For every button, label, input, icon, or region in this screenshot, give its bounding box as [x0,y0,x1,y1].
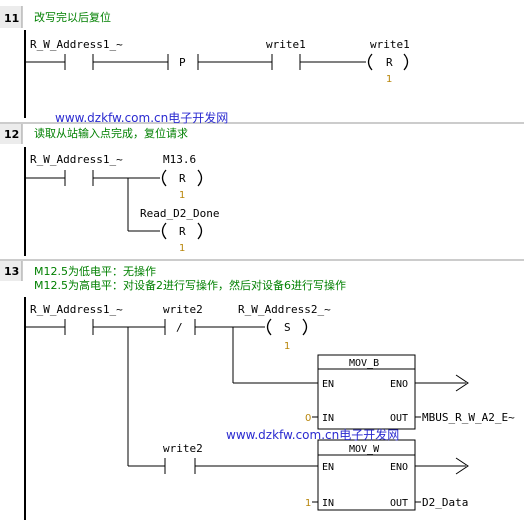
coil-reset-write1[interactable]: R write1 1 [367,38,410,85]
network-comment: M12.5为低电平：无操作 [34,264,156,278]
mov-b-out-value: MBUS_R_W_A2_E~ [422,411,515,424]
svg-text:IN: IN [322,413,334,424]
contact-r-w-address1[interactable]: R_W_Address1_~ [30,303,123,335]
network-comment: 读取从站输入点完成，复位请求 [34,126,188,140]
coil-reset-read-d2-done[interactable]: R Read_D2_Done 1 [140,207,219,254]
mov-b-in-value: 0 [305,413,311,424]
svg-text:/: / [176,321,183,334]
contact-r-w-address1[interactable]: R_W_Address1_~ [30,38,123,70]
mov-b-box[interactable]: MOV_B EN ENO IN OUT [317,354,416,430]
contact-write1[interactable]: write1 [266,38,306,70]
contact-r-w-address1[interactable]: R_W_Address1_~ [30,153,123,186]
svg-text:EN: EN [322,379,334,390]
svg-text:R: R [386,56,393,69]
network-comment: M12.5为高电平：对设备2进行写操作，然后对设备6进行写操作 [34,278,346,292]
svg-text:R: R [179,225,186,238]
watermark: www.dzkfw.com.cn电子开发网 [55,110,228,125]
watermark: www.dzkfw.com.cn电子开发网 [226,427,399,442]
svg-text:P: P [179,56,186,69]
coil-reset-m13-6[interactable]: R M13.6 1 [161,153,203,201]
svg-text:1: 1 [179,243,185,254]
svg-text:R_W_Address1_~: R_W_Address1_~ [30,38,123,51]
svg-text:EN: EN [322,462,334,473]
eno-arrow [455,457,469,475]
svg-text:OUT: OUT [390,413,408,424]
network-comment: 改写完以后复位 [34,10,111,24]
network-number: 11 [4,12,19,25]
mov-w-out-value: D2_Data [422,496,468,509]
svg-text:R_W_Address2_~: R_W_Address2_~ [238,303,331,316]
svg-text:OUT: OUT [390,498,408,509]
svg-text:Read_D2_Done: Read_D2_Done [140,207,219,220]
svg-text:write1: write1 [370,38,410,51]
network-13-header[interactable] [0,261,22,281]
contact-not-write2[interactable]: / write2 [163,303,203,335]
network-11-header[interactable]: 11 [0,0,524,32]
svg-text:1: 1 [284,341,290,352]
eno-arrow [455,374,469,392]
mov-w-in-value: 1 [305,498,311,509]
svg-text:write2: write2 [163,303,203,316]
contact-write2[interactable]: write2 [163,442,203,474]
svg-text:S: S [284,321,291,334]
svg-text:MOV_B: MOV_B [349,358,379,369]
svg-text:R_W_Address1_~: R_W_Address1_~ [30,303,123,316]
svg-text:IN: IN [322,498,334,509]
svg-text:MOV_W: MOV_W [349,444,380,455]
svg-text:ENO: ENO [390,379,408,390]
svg-text:R: R [179,172,186,185]
svg-text:write1: write1 [266,38,306,51]
coil-set-r-w-address2[interactable]: S R_W_Address2_~ 1 [238,303,331,352]
svg-text:1: 1 [179,190,185,201]
network-12-header[interactable] [0,124,22,144]
network-number: 13 [4,265,19,278]
contact-positive-edge[interactable]: P [167,54,199,70]
network-number: 12 [4,128,19,141]
svg-text:M13.6: M13.6 [163,153,196,166]
svg-text:1: 1 [386,74,392,85]
svg-text:R_W_Address1_~: R_W_Address1_~ [30,153,123,166]
mov-w-box[interactable]: MOV_W EN ENO IN OUT [317,439,416,511]
svg-text:write2: write2 [163,442,203,455]
svg-text:ENO: ENO [390,462,408,473]
